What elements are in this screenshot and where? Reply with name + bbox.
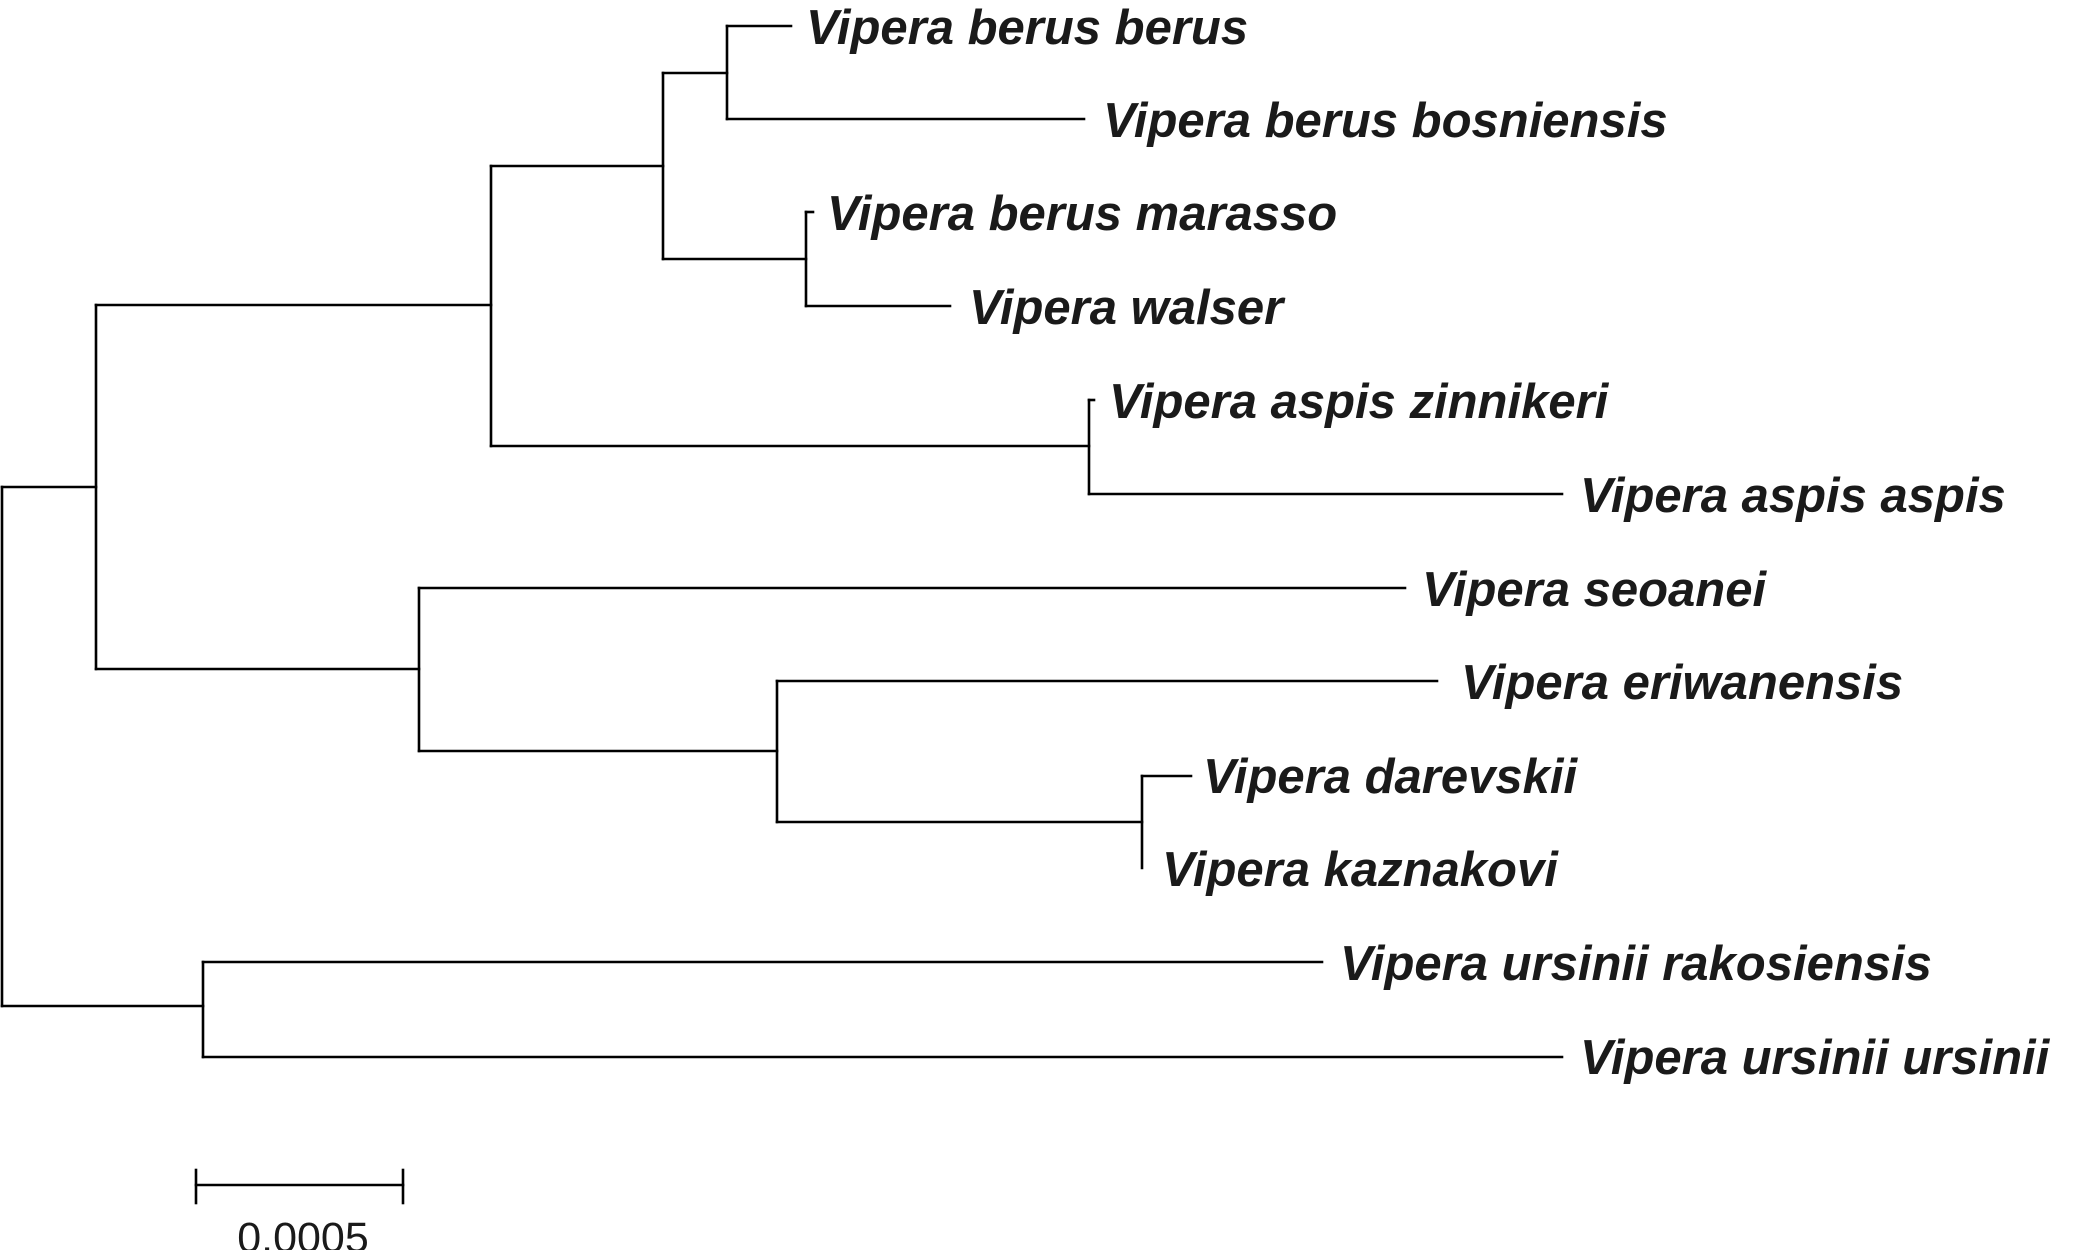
taxon-label-berus-bosniensis: Vipera berus bosniensis <box>1103 94 1668 148</box>
taxon-label-aspis-aspis: Vipera aspis aspis <box>1580 469 2006 523</box>
tree-branches <box>0 24 1564 1059</box>
taxon-label-seoanei: Vipera seoanei <box>1422 563 1767 617</box>
taxon-label-ursinii-rakosiensis: Vipera ursinii rakosiensis <box>1340 937 1932 991</box>
taxon-label-walser: Vipera walser <box>969 281 1286 335</box>
taxon-labels: Vipera berus berus Vipera berus bosniens… <box>806 1 2051 1085</box>
taxon-label-aspis-zinnikeri: Vipera aspis zinnikeri <box>1109 375 1610 429</box>
taxon-label-ursinii-ursinii: Vipera ursinii ursinii <box>1580 1031 2051 1085</box>
taxon-label-berus-marasso: Vipera berus marasso <box>827 187 1337 241</box>
taxon-label-berus-berus: Vipera berus berus <box>806 1 1248 55</box>
scale-bar: 0.0005 <box>194 1168 405 1250</box>
taxon-label-eriwanensis: Vipera eriwanensis <box>1461 656 1903 710</box>
taxon-label-darevskii: Vipera darevskii <box>1203 750 1578 804</box>
taxon-label-kaznakovi: Vipera kaznakovi <box>1162 843 1559 897</box>
scale-bar-label: 0.0005 <box>237 1214 369 1250</box>
